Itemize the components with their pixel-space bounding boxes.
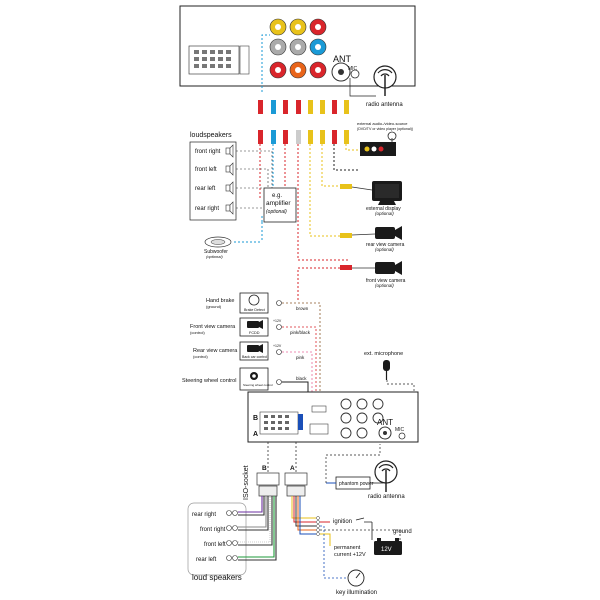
top-radio-antenna-label: radio antenna <box>366 102 403 108</box>
permanent-current-line2: current +12V <box>334 552 366 558</box>
top-antenna-socket: ANT <box>331 54 352 82</box>
top-speaker-front-right: front right <box>195 149 221 155</box>
battery-label: 12V <box>381 547 392 553</box>
ignition-switch-icon <box>355 517 372 523</box>
top-dashed-wires <box>234 34 360 300</box>
hand-brake-note: (ground) <box>206 304 222 309</box>
rear-cam-voltage: +12V <box>273 344 282 348</box>
external-display-note: (optional) <box>375 211 394 216</box>
microphone-icon <box>383 360 390 380</box>
top-mic-label: MIC <box>348 66 358 72</box>
top-loudspeakers-title: loudspeakers <box>190 132 232 139</box>
key-illumination-icon <box>347 569 365 587</box>
rear-cam-control-note: (control) <box>193 354 208 359</box>
front-cam-control-box-label: FCDD <box>249 331 260 335</box>
bottom-speaker-rear-left: rear left <box>196 557 217 563</box>
bottom-b-label: B <box>253 415 258 422</box>
hand-brake-wire-label: brown <box>296 306 309 311</box>
front-cam-control-note: (control) <box>190 330 205 335</box>
bottom-mic-label: MIC <box>395 427 405 433</box>
amplifier-line2: amplifier <box>266 200 291 207</box>
loud-speakers-label: loud speakers <box>192 573 242 582</box>
top-speaker-icons <box>225 144 234 215</box>
front-camera-icon <box>375 261 402 275</box>
subwoofer-icon <box>204 236 232 248</box>
ext-microphone-label: ext. microphone <box>364 351 403 357</box>
bottom-speaker-front-left: front left <box>204 542 226 548</box>
iso-socket-connectors <box>256 472 308 497</box>
subwoofer-label: Subwoofer <box>204 249 228 255</box>
amplifier-line3: (optional) <box>266 209 287 215</box>
bottom-radio-antenna-icon <box>374 460 398 492</box>
brake-icon <box>248 294 260 306</box>
rear-camera-rca-plug <box>340 233 352 238</box>
bottom-speaker-rear-right: rear right <box>192 512 216 518</box>
top-radio-antenna-icon <box>373 65 397 96</box>
steering-control-box-label: Steering wheel control <box>243 383 273 387</box>
rear-camera-label: rear view camera <box>366 242 405 248</box>
key-illumination-label: key illumination <box>336 590 377 596</box>
ground-label: ground <box>393 529 412 535</box>
top-mic-socket: MIC <box>348 66 360 79</box>
bottom-speaker-icons <box>226 510 238 561</box>
iso-a-label: A <box>290 465 295 472</box>
bottom-radio-antenna-label: radio antenna <box>368 494 405 500</box>
bottom-iso-connectors <box>259 405 329 435</box>
permanent-current-line1: permanent <box>334 545 361 551</box>
front-camera-label: front view camera <box>366 278 406 284</box>
amplifier-line1: e.g. <box>272 193 282 199</box>
ignition-label: ignition <box>333 519 352 525</box>
front-camera-rca-plug <box>340 265 352 270</box>
steering-control-label: Steering wheel control <box>182 378 236 384</box>
bottom-rca-jacks <box>340 398 384 439</box>
bottom-speaker-front-right: front right <box>200 527 226 533</box>
bottom-antenna-socket: ANT <box>377 418 393 440</box>
front-camera-note: (optional) <box>375 283 394 288</box>
top-speaker-wires <box>236 150 273 209</box>
bottom-ant-label: ANT <box>377 418 393 427</box>
rear-camera-icon <box>375 226 402 240</box>
rear-cam-control-box-label: Back car control <box>242 355 267 359</box>
iso-b-label: B <box>262 465 267 472</box>
phantom-power-label: phantom power <box>339 481 374 487</box>
external-display-label: external display <box>366 206 401 212</box>
top-ant-label: ANT <box>333 54 352 64</box>
external-source-icon <box>360 131 397 156</box>
a-socket-terminals <box>316 516 320 536</box>
top-rca-plugs <box>258 100 349 144</box>
subwoofer-note: (optional) <box>206 254 223 259</box>
rear-cam-control-label: Rear view camera <box>193 348 238 354</box>
front-cam-control-icon <box>247 321 259 328</box>
external-display-icon <box>372 181 402 205</box>
battery-icon <box>374 538 402 555</box>
rear-camera-note: (optional) <box>375 247 394 252</box>
hand-brake-label: Hand brake <box>206 298 234 304</box>
display-rca-plug <box>340 184 352 189</box>
external-source-line1: external audio-/video-source <box>357 121 408 126</box>
hand-brake-box-label: Brake Detect <box>244 308 265 312</box>
external-source-line2: (DVD/TV or video player (optional)) <box>357 127 413 131</box>
top-speaker-front-left: front left <box>195 167 217 173</box>
front-cam-voltage: +12V <box>273 319 282 323</box>
top-speaker-rear-left: rear left <box>195 186 216 192</box>
amplifier-box <box>263 187 297 223</box>
front-cam-wire-label: pink/black <box>290 330 311 335</box>
speaker-wires <box>238 496 277 561</box>
bottom-a-label: A <box>253 431 258 438</box>
bottom-mic-socket: MIC <box>395 427 406 440</box>
a-socket-wires <box>291 496 316 535</box>
steering-wire-label: black <box>296 376 307 381</box>
rear-cam-control-icon <box>247 345 259 352</box>
front-cam-control-label: Front view camera <box>190 324 236 330</box>
top-speaker-rear-right: rear right <box>195 206 219 212</box>
top-rca-jacks <box>269 18 327 79</box>
iso-socket-label: ISO-socket <box>243 465 250 500</box>
rear-cam-wire-label: pink <box>296 355 305 360</box>
